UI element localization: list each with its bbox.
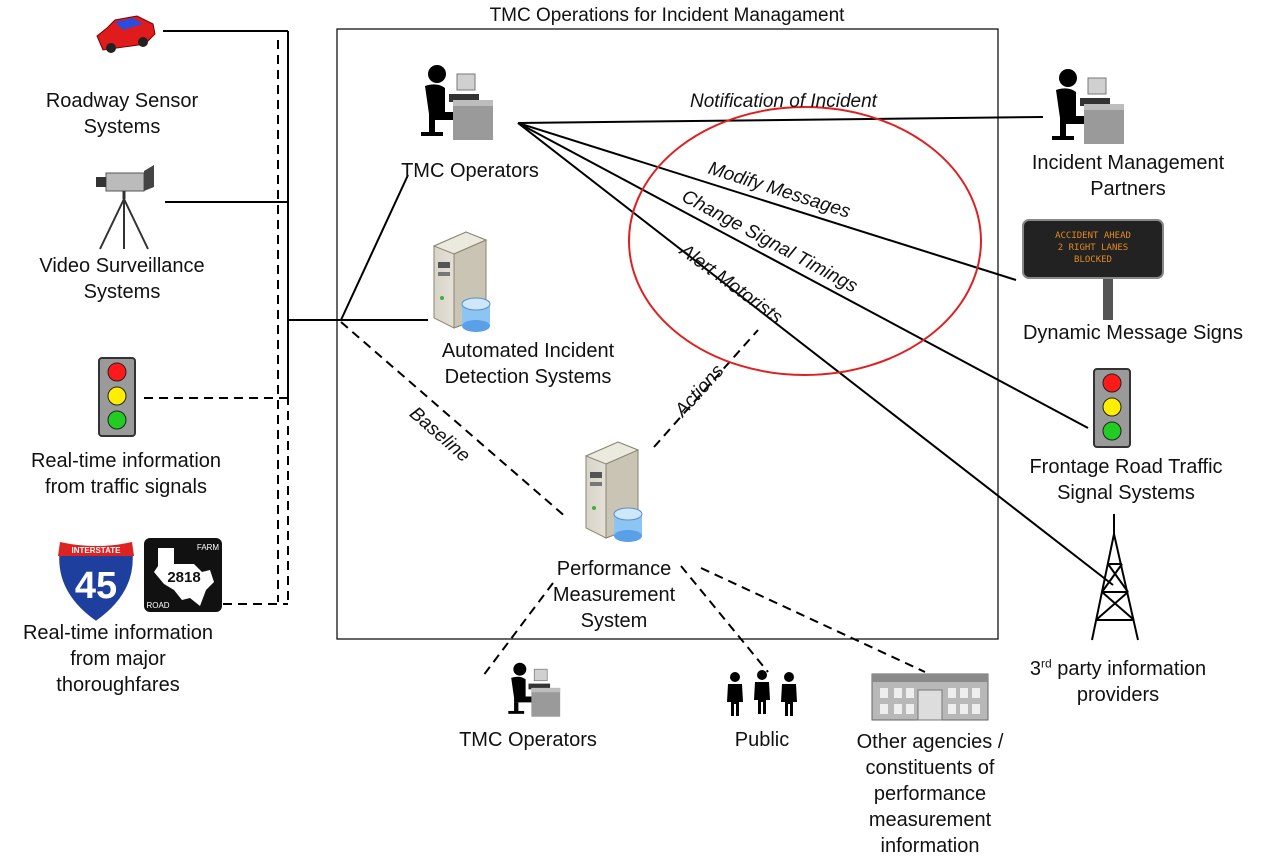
third-party-line2: providers bbox=[1076, 684, 1160, 706]
diagram-title: TMC Operations for Incident Managament bbox=[489, 5, 845, 26]
output-lines bbox=[517, 116, 1114, 586]
input-dashed-lines bbox=[144, 40, 926, 677]
third-party-sup: rd bbox=[1040, 656, 1052, 671]
performance-system-label: Performance Measurement System bbox=[552, 558, 676, 632]
farm-road-shield-icon: FARM 2818 ROAD bbox=[144, 538, 222, 612]
im-partners-label: Incident Management Partners bbox=[1031, 152, 1225, 200]
video-camera-icon bbox=[96, 165, 154, 250]
aid-systems-label: Automated Incident Detection Systems bbox=[441, 340, 615, 388]
frontage-label: Frontage Road Traffic Signal Systems bbox=[1029, 456, 1223, 504]
interstate-shield-icon: INTERSTATE 45 bbox=[57, 540, 135, 624]
bottom-operator-icon bbox=[507, 662, 561, 718]
radio-tower-icon bbox=[1091, 514, 1139, 641]
interstate-banner-text: INTERSTATE bbox=[71, 546, 121, 555]
farm-top-text: FARM bbox=[197, 543, 220, 552]
aid-server-icon bbox=[433, 231, 491, 333]
third-party-prefix: 3 bbox=[1029, 658, 1041, 680]
tmc-operations-box bbox=[336, 28, 999, 640]
roadway-sensor-label: Roadway Sensor Systems bbox=[45, 90, 199, 138]
farm-bottom-text: ROAD bbox=[146, 601, 169, 610]
highlight-circle bbox=[628, 106, 982, 376]
notification-flow-label: Notification of Incident bbox=[690, 91, 877, 112]
pm-server-icon bbox=[585, 441, 643, 543]
other-agencies-label: Other agencies / constituents of perform… bbox=[856, 731, 1004, 857]
thoroughfares-label: Real-time information from major thoroug… bbox=[22, 622, 214, 696]
bottom-tmc-operators-label: TMC Operators bbox=[459, 729, 597, 751]
third-party-label: 3rd party information providers bbox=[990, 656, 1246, 708]
agency-building-icon bbox=[871, 673, 989, 721]
interstate-number-text: 45 bbox=[75, 565, 117, 607]
dms-sign-icon: ACCIDENT AHEAD 2 RIGHT LANES BLOCKED bbox=[1022, 219, 1164, 320]
traffic-signals-label: Real-time information from traffic signa… bbox=[30, 450, 222, 498]
tmc-operator-icon bbox=[420, 64, 494, 141]
traffic-light-icon bbox=[98, 357, 136, 437]
third-party-rest: party information bbox=[1051, 658, 1207, 680]
public-people-icon bbox=[727, 670, 797, 716]
car-icon bbox=[96, 15, 156, 53]
frontage-traffic-light-icon bbox=[1093, 368, 1131, 448]
public-label: Public bbox=[734, 729, 790, 751]
input-connector-lines bbox=[163, 30, 428, 396]
dms-line-3: BLOCKED bbox=[1074, 255, 1112, 265]
farm-number-text: 2818 bbox=[167, 569, 200, 586]
im-partner-icon bbox=[1051, 68, 1125, 145]
dms-line-2: 2 RIGHT LANES bbox=[1058, 243, 1128, 253]
video-surveillance-label: Video Surveillance Systems bbox=[39, 255, 205, 303]
dms-label: Dynamic Message Signs bbox=[1022, 322, 1244, 344]
tmc-operators-label: TMC Operators bbox=[401, 160, 539, 182]
dms-line-1: ACCIDENT AHEAD bbox=[1055, 231, 1131, 241]
